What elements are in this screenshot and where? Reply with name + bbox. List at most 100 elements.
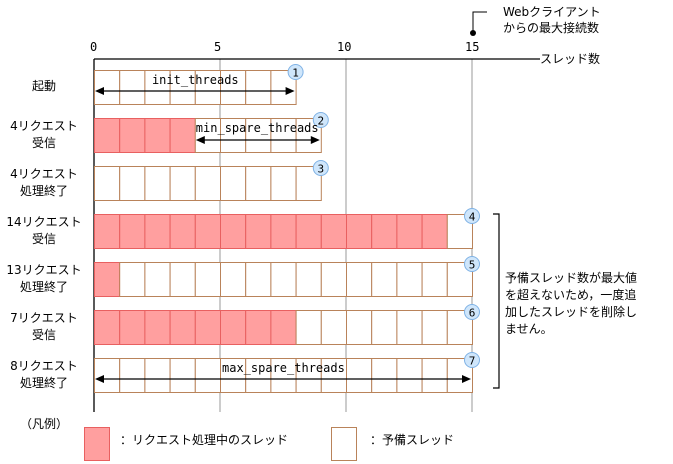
busy-thread-cell [220,214,247,249]
tick-15: 15 [465,40,480,54]
step-marker-icon [464,352,480,368]
spare-thread-cell [245,118,272,153]
spare-thread-cell [396,358,423,393]
spare-thread-cell [371,262,398,297]
arrow-right-icon [285,87,295,95]
spare-thread-cell [320,358,347,393]
step-marker-number: 6 [469,307,476,320]
busy-thread-cell [169,214,196,249]
spare-thread-cell [94,70,121,105]
spare-thread-cell [295,310,322,345]
spare-thread-cell [169,358,196,393]
busy-thread-cell [245,214,272,249]
busy-thread-cell [119,310,146,345]
busy-thread-cell [119,214,146,249]
spare-thread-cell [220,118,247,153]
spare-thread-cell [396,310,423,345]
legend-spare-swatch [331,427,357,461]
spare-thread-cell [245,262,272,297]
spare-thread-cell [371,358,398,393]
busy-thread-cell [346,214,373,249]
step-marker-icon [464,208,480,224]
spare-thread-cell [94,358,121,393]
step-marker-number: 1 [292,67,299,80]
spare-thread-cell [421,358,448,393]
arrow-label: max_spare_threads [222,361,345,375]
busy-thread-cell [194,214,222,249]
busy-thread-cell [144,214,171,249]
spare-thread-cell [371,310,398,345]
busy-thread-cell [94,118,121,153]
tick-5: 5 [214,40,222,54]
arrow-left-icon [95,375,104,383]
spare-thread-cell [421,310,448,345]
spare-thread-cell [220,262,247,297]
max-connections-label-1: Webクライアント [503,5,601,19]
spare-thread-cell [295,262,322,297]
arrow-left-icon [195,136,205,144]
busy-thread-cell [371,214,398,249]
tick-0: 0 [90,40,98,54]
spare-thread-cell [194,358,222,393]
busy-thread-cell [421,214,448,249]
arrow-label: init_threads [152,73,239,87]
busy-thread-cell [169,310,196,345]
busy-thread-cell [144,310,171,345]
spare-thread-cell [144,70,171,105]
step-marker-number: 2 [317,115,324,128]
busy-thread-cell [245,310,272,345]
arrow-label: min_spare_threads [196,121,319,135]
row-label: 14リクエスト受信 [6,215,82,246]
bracket [493,213,500,389]
legend-busy-swatch [84,427,110,461]
busy-thread-cell [396,214,423,249]
spare-thread-cell [270,166,297,201]
busy-thread-cell [295,214,322,249]
spare-thread-cell [119,166,146,201]
spare-thread-cell [144,358,171,393]
step-marker-icon [464,256,480,272]
busy-thread-cell [94,262,121,297]
spare-thread-cell [94,166,121,201]
spare-thread-cell [245,70,272,105]
spare-thread-cell [119,262,146,297]
pointer-dot [470,30,476,36]
spare-thread-cell [346,262,373,297]
spare-thread-cell [220,166,247,201]
step-marker-number: 7 [469,355,476,368]
spare-thread-cell [320,262,347,297]
spare-thread-cell [320,310,347,345]
spare-thread-cell [194,118,222,153]
spare-thread-cell [245,358,272,393]
spare-thread-cell [119,358,146,393]
busy-thread-cell [270,310,297,345]
legend-busy-label: ：リクエスト処理中のスレッド [120,433,289,447]
tick-10: 10 [337,40,352,54]
spare-thread-cell [270,262,297,297]
spare-thread-cell [446,310,473,345]
row-label: 4リクエスト受信 [10,119,78,150]
busy-thread-cell [119,118,146,153]
busy-thread-cell [270,214,297,249]
spare-thread-cell [220,358,247,393]
step-marker-icon [312,112,329,128]
spare-thread-cell [270,118,297,153]
spare-thread-cell [396,262,423,297]
row-label: 4リクエスト処理終了 [10,167,78,198]
row-label: 起動 [31,79,56,93]
spare-thread-cell [194,166,222,201]
busy-thread-cell [220,310,247,345]
arrow-right-icon [310,136,320,144]
busy-thread-cell [94,310,121,345]
spare-thread-cell [144,262,171,297]
busy-thread-cell [94,214,121,249]
busy-thread-cell [320,214,347,249]
spare-thread-cell [346,358,373,393]
step-marker-icon [464,304,480,320]
step-marker-number: 4 [469,211,476,224]
spare-thread-cell [245,166,272,201]
legend-title: （凡例） [20,417,69,431]
spare-thread-cell [169,262,196,297]
spare-thread-cell [346,310,373,345]
